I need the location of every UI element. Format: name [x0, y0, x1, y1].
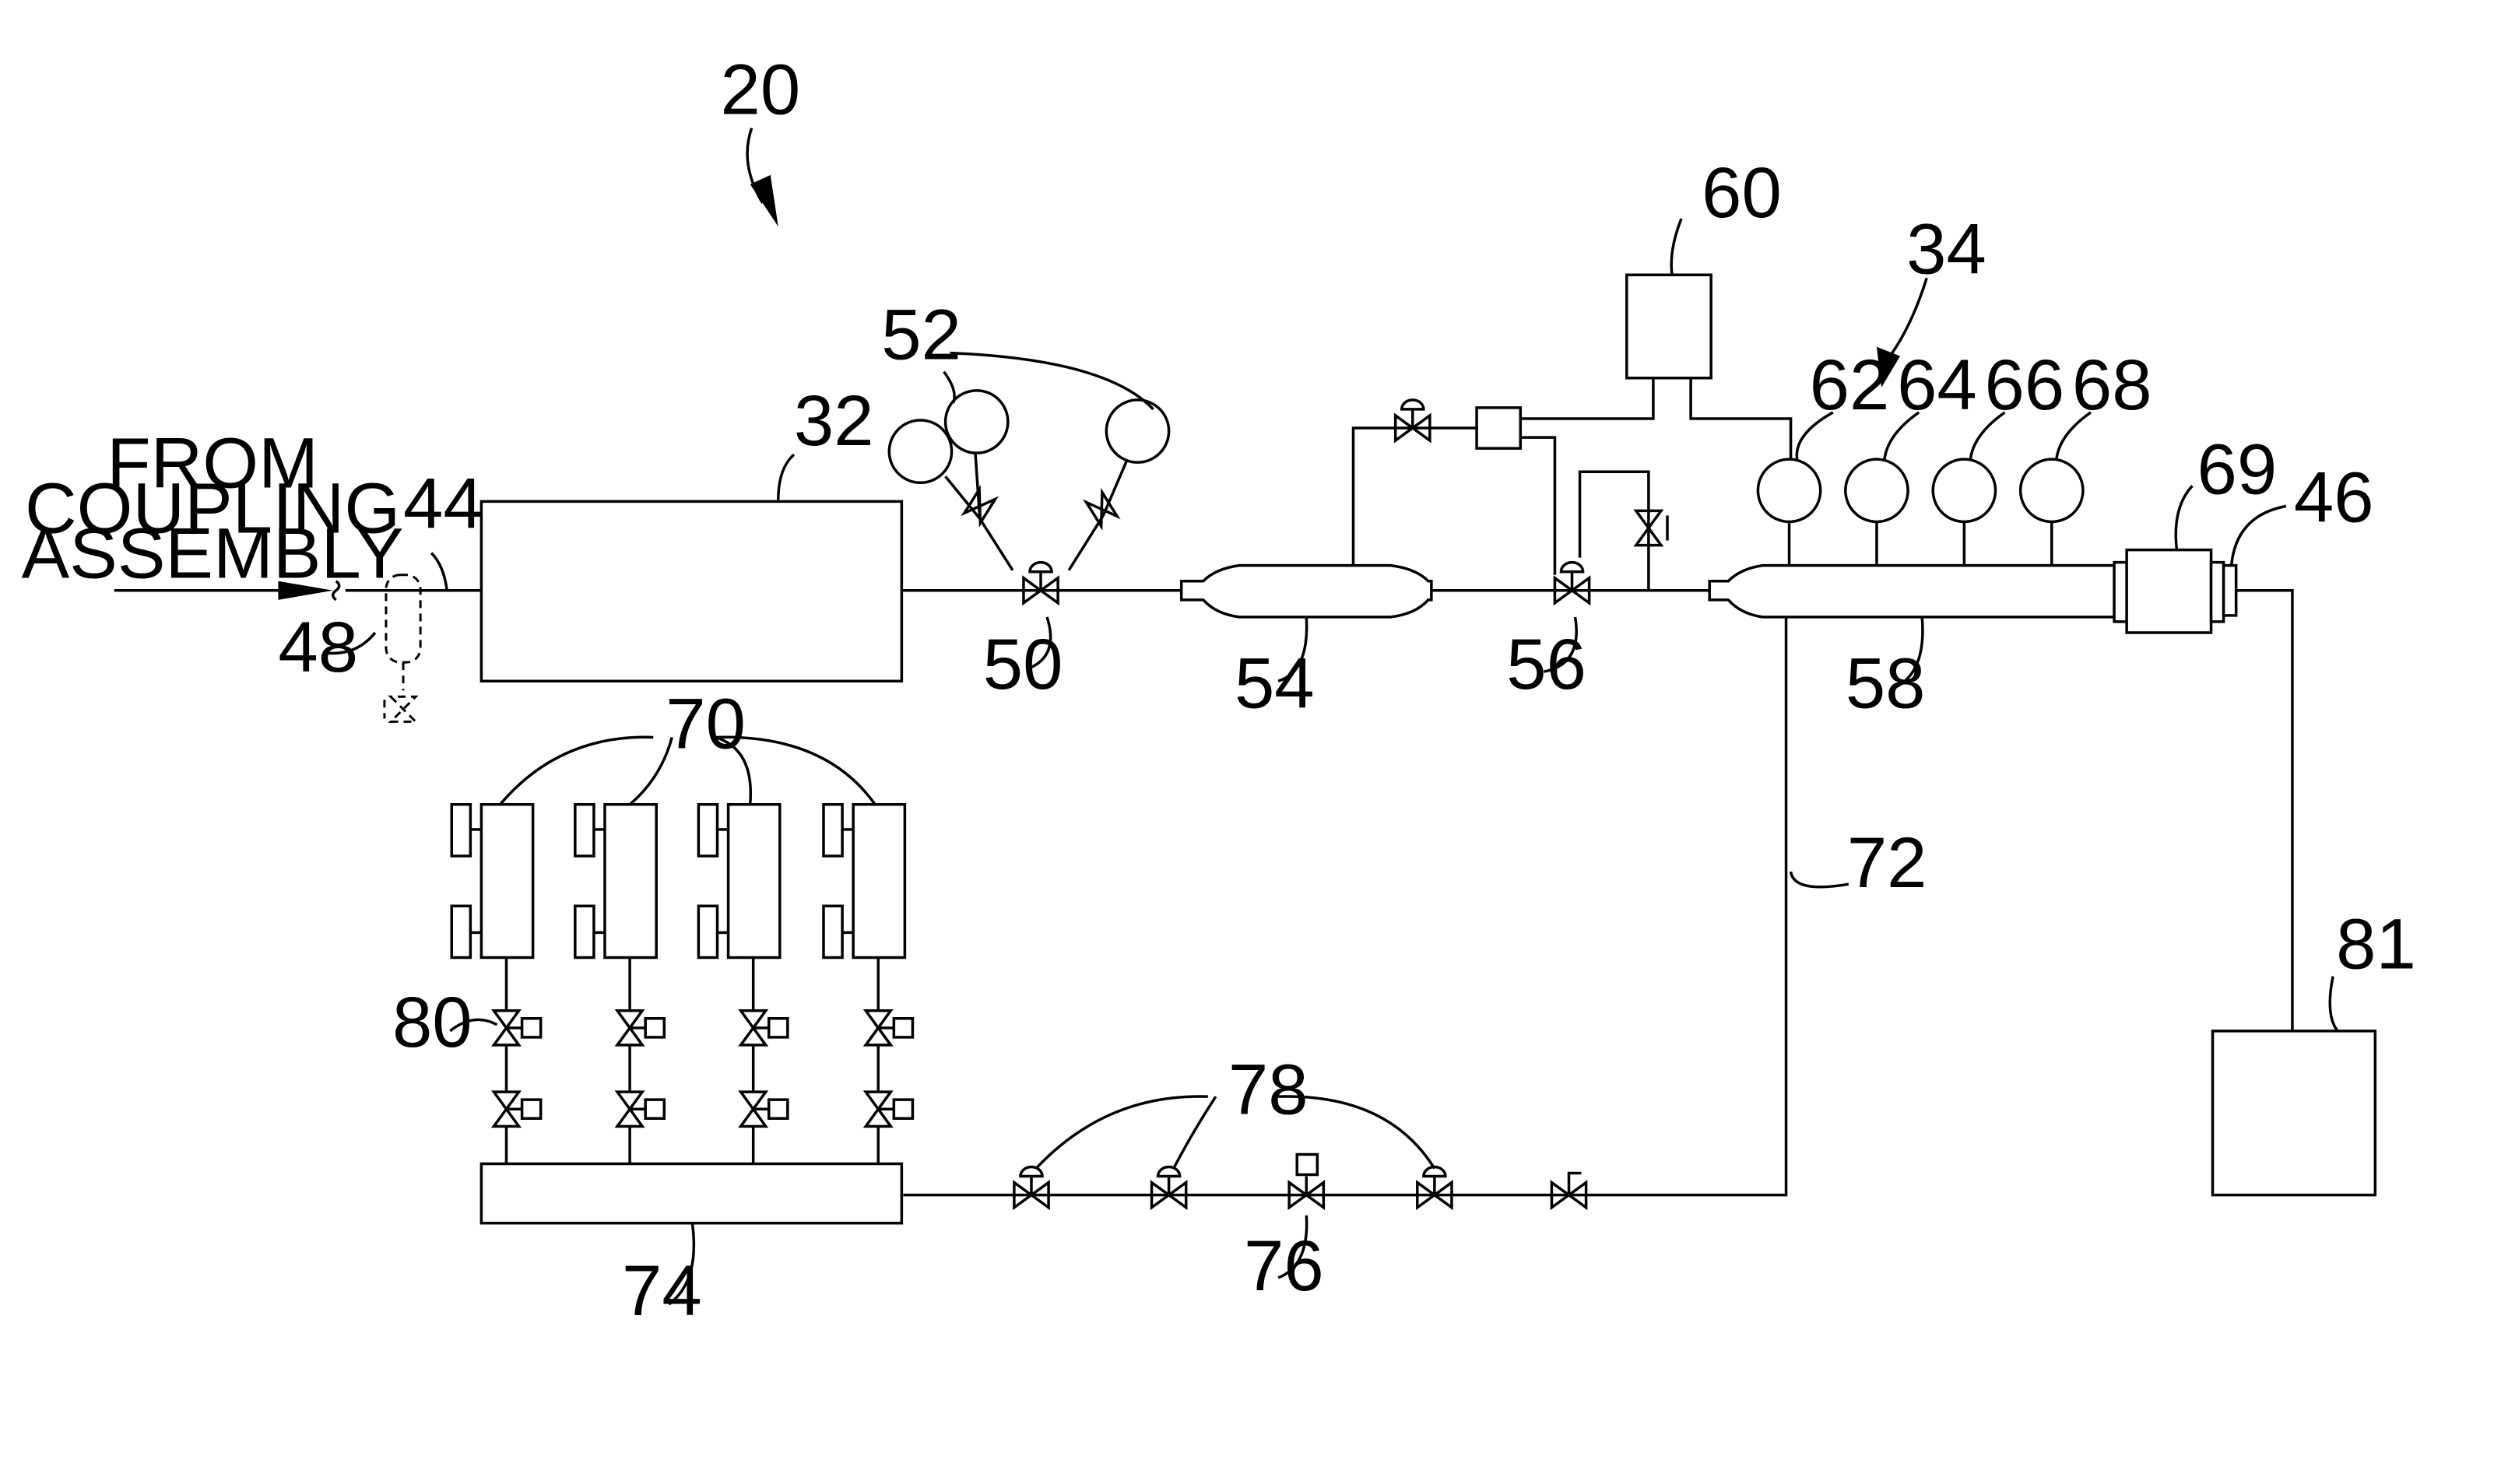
check-valve — [1551, 1174, 1586, 1208]
line-reg-to-56 — [1520, 437, 1554, 575]
gauge-64 — [1846, 459, 1908, 521]
regulator-box — [1477, 408, 1520, 448]
ref-80: 80 — [392, 981, 472, 1062]
ref-50: 50 — [983, 623, 1063, 704]
valve-78c — [1417, 1167, 1452, 1208]
reference-numerals: 20 32 34 44 46 48 50 52 54 56 58 60 62 6… — [278, 49, 2415, 1331]
source-label-line-3: ASSEMBLY — [22, 513, 404, 594]
valve-80-4-1 — [866, 1011, 912, 1045]
tank-60 — [1627, 275, 1711, 377]
ref-46: 46 — [2294, 456, 2374, 537]
line-60-to-62 — [1691, 378, 1790, 459]
filter-48 — [385, 575, 420, 722]
cylinder-assembly-3 — [698, 805, 787, 1164]
ref-81: 81 — [2336, 903, 2416, 984]
ref-52: 52 — [881, 294, 961, 375]
ref-76: 76 — [1244, 1225, 1324, 1306]
valve-78b — [1152, 1167, 1186, 1208]
valve-80-2-1 — [617, 1011, 664, 1045]
ref-34: 34 — [1906, 208, 1986, 289]
manifold-74 — [481, 1163, 901, 1223]
gauge-66 — [1933, 459, 1995, 521]
ref-48: 48 — [278, 606, 358, 687]
cylinder-bank-70 — [451, 805, 912, 1164]
ref-58: 58 — [1846, 642, 1926, 723]
ref-78: 78 — [1228, 1048, 1308, 1129]
valve-76 — [1289, 1154, 1323, 1207]
ref-20: 20 — [721, 49, 801, 130]
valve-80-3-2 — [741, 1092, 788, 1126]
cylinder-clamp-top-3 — [698, 805, 717, 856]
tank-32 — [481, 501, 901, 681]
leader-lines — [325, 128, 2338, 1305]
ref-68: 68 — [2072, 344, 2152, 425]
gauge-52a — [889, 420, 951, 482]
bypass-54 — [1354, 400, 1477, 566]
cylinder-clamp-top-4 — [824, 805, 842, 856]
cylinder-4 — [853, 805, 905, 958]
ref-62: 62 — [1810, 344, 1890, 425]
valve-56 — [1554, 563, 1589, 603]
ref-64: 64 — [1897, 344, 1977, 425]
source-label: FROM COUPLING ASSEMBLY — [22, 422, 404, 593]
ref-44: 44 — [403, 462, 483, 543]
valve-50 — [1024, 563, 1058, 603]
cylinder-clamp-bottom-2 — [575, 906, 594, 957]
gauge-52c — [1106, 400, 1168, 462]
ref-70: 70 — [666, 683, 746, 764]
valve-78a — [1014, 1167, 1049, 1208]
vessel-54 — [1182, 566, 1431, 617]
valve-80-1-1 — [494, 1011, 540, 1045]
valve-80-2-2 — [617, 1092, 664, 1126]
filter-69 — [2114, 550, 2235, 633]
ref-72: 72 — [1847, 822, 1927, 903]
bleed-branch-56 — [1580, 472, 1667, 591]
cylinder-1 — [481, 805, 532, 958]
valve-80-3-1 — [741, 1011, 788, 1045]
cylinder-clamp-bottom-1 — [451, 906, 470, 957]
ref-56: 56 — [1506, 623, 1586, 704]
ref-66: 66 — [1984, 344, 2064, 425]
cylinder-3 — [729, 805, 780, 958]
gauges-62-68 — [1758, 459, 2083, 566]
line-reg-to-60 — [1520, 378, 1653, 419]
cylinder-assembly-2 — [575, 805, 664, 1164]
return-valves — [1014, 1154, 1586, 1207]
cylinder-assembly-4 — [824, 805, 912, 1164]
cylinder-clamp-bottom-4 — [824, 906, 842, 957]
valve-80-1-2 — [494, 1092, 540, 1126]
manifold-58 — [1709, 566, 2114, 617]
ref-74: 74 — [622, 1250, 702, 1331]
cylinder-clamp-top-1 — [451, 805, 470, 856]
ref-54: 54 — [1235, 642, 1315, 723]
valve-80-4-2 — [866, 1092, 912, 1126]
cylinder-clamp-bottom-3 — [698, 906, 717, 957]
gauge-62 — [1758, 459, 1820, 521]
gauge-group-52 — [889, 391, 1168, 570]
ref-32: 32 — [794, 380, 874, 461]
cylinder-2 — [605, 805, 656, 958]
cylinder-clamp-top-2 — [575, 805, 594, 856]
gauge-68 — [2021, 459, 2083, 521]
outlet-46 — [2224, 566, 2292, 1031]
ref-60: 60 — [1702, 152, 1782, 233]
tank-81 — [2213, 1031, 2376, 1195]
ref-69: 69 — [2197, 428, 2277, 509]
